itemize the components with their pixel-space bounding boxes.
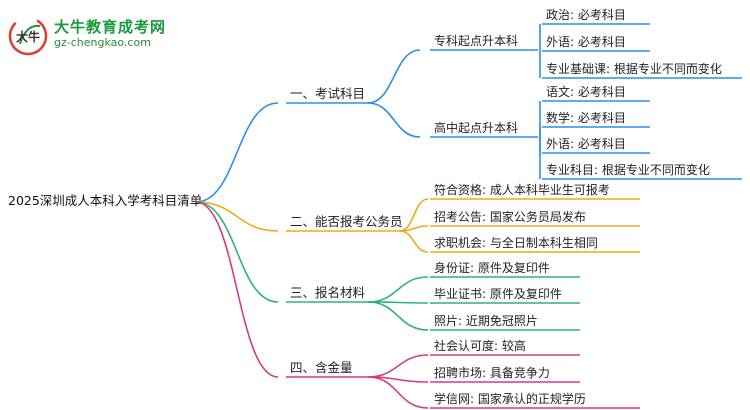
- leaf-node-2-2: 招考公告: 国家公务员局发布: [434, 209, 586, 224]
- leaf-node-3-3: 照片: 近期免冠照片: [434, 313, 538, 328]
- branch-1-sub-link-1: [367, 49, 421, 104]
- branch-4-leaf-link-3: [367, 376, 429, 409]
- logo-mark-text: 大牛: [16, 29, 40, 44]
- site-logo[interactable]: 大牛 大牛教育成考网 gz-chengkao.com: [6, 14, 176, 56]
- leaf-node-2-1: 符合资格: 成人本科毕业生可报考: [434, 182, 610, 197]
- logo-title: 大牛教育成考网: [54, 18, 167, 36]
- leaf-node-3-2: 毕业证书: 原件及复印件: [434, 287, 562, 301]
- leaf-node-2-3: 求职机会: 与全日制本科生相同: [434, 235, 598, 250]
- leaf-node-4-1: 社会认可度: 较高: [434, 338, 526, 353]
- branch-2-leaf-link-3: [399, 230, 429, 253]
- root-node: 2025深圳成人本科入学考科目清单: [8, 193, 202, 208]
- branch-2-leaf-link-2: [399, 225, 429, 232]
- branch-1-sub-link-2: [367, 102, 421, 138]
- logo-mark-icon: 大牛: [8, 16, 48, 56]
- leaf-node-1-2-2: 数学: 必考科目: [546, 110, 626, 125]
- leaf-node-1-1-2: 外语: 必考科目: [546, 35, 626, 49]
- leaf-node-1-1-1: 政治: 必考科目: [546, 8, 626, 22]
- leaf-node-3-1: 身份证: 原件及复印件: [434, 260, 550, 275]
- root-link-2: [195, 201, 279, 232]
- sub-node-1: 专科起点升本科: [434, 33, 518, 48]
- root-link-3: [195, 201, 279, 303]
- leaf-node-1-2-4: 专业科目: 根据专业不同而变化: [546, 162, 710, 177]
- branch-1: 一、考试科目: [290, 86, 365, 101]
- branch-3-leaf-link-3: [367, 301, 429, 331]
- branch-3: 三、报名材料: [290, 285, 366, 300]
- sub-node-2: 高中起点升本科: [434, 120, 518, 135]
- leaf-node-1-1-3: 专业基础课: 根据专业不同而变化: [546, 61, 722, 76]
- root-link-1: [195, 102, 279, 203]
- leaf-node-1-2-1: 语文: 必考科目: [546, 84, 626, 99]
- branch-2: 二、能否报考公务员: [290, 214, 403, 229]
- leaf-node-4-2: 招聘市场: 具备竞争力: [434, 365, 550, 380]
- leaf-node-1-2-3: 外语: 必考科目: [546, 137, 626, 151]
- logo-subtitle: gz-chengkao.com: [54, 36, 151, 49]
- branch-3-leaf-link-1: [367, 276, 429, 303]
- branch-4-leaf-link-1: [367, 354, 429, 378]
- branch-4: 四、含金量: [290, 360, 353, 375]
- leaf-node-4-3: 学信网: 国家承认的正规学历: [434, 391, 586, 406]
- root-link-4: [195, 201, 279, 378]
